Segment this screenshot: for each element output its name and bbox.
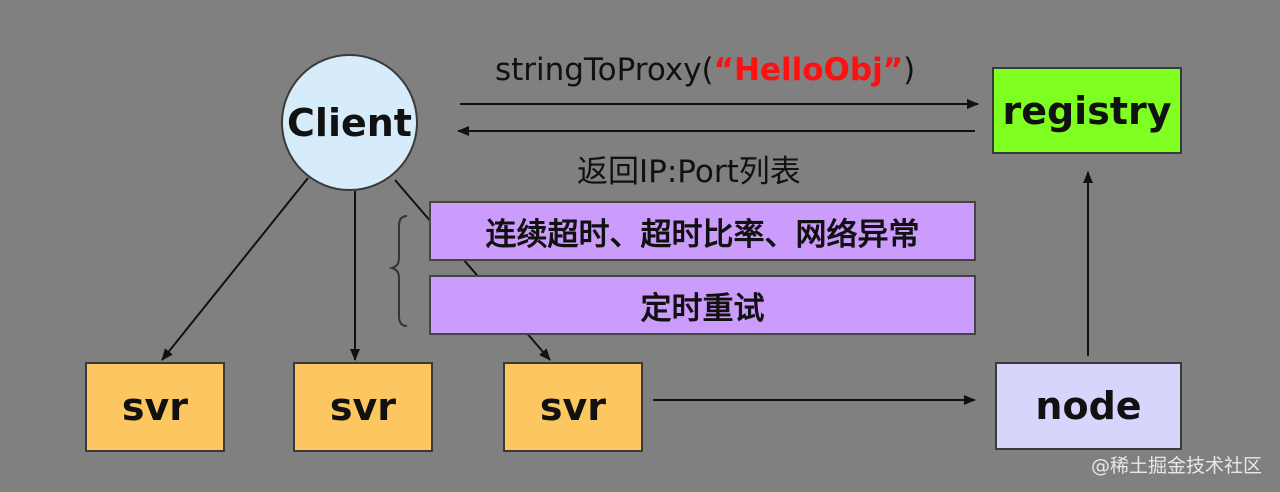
request-suffix: ): [903, 52, 916, 88]
response-label: 返回IP:Port列表: [577, 154, 801, 190]
watermark: @稀土掘金技术社区: [1090, 455, 1262, 477]
svr-label: svr: [539, 385, 607, 429]
request-prefix: stringToProxy(: [495, 52, 714, 88]
svr-node: svr: [503, 362, 643, 452]
svr-label: svr: [121, 385, 189, 429]
registry-label: registry: [1002, 88, 1172, 133]
registry-node: registry: [992, 67, 1182, 154]
request-arg: “HelloObj”: [713, 52, 904, 88]
brace: [388, 215, 408, 327]
failure-conditions-note: 连续超时、超时比率、网络异常: [429, 201, 976, 261]
svr-node: svr: [293, 362, 433, 452]
svr-label: svr: [329, 385, 397, 429]
svr-node: svr: [85, 362, 225, 452]
client-to-svr-1-arrow: [161, 177, 309, 361]
retry-note: 定时重试: [429, 275, 976, 335]
node-node: node: [995, 362, 1182, 450]
client-label: Client: [287, 100, 412, 145]
node-label: node: [1035, 384, 1142, 428]
request-label: stringToProxy(“HelloObj”): [495, 52, 915, 88]
client-node: Client: [281, 54, 418, 191]
